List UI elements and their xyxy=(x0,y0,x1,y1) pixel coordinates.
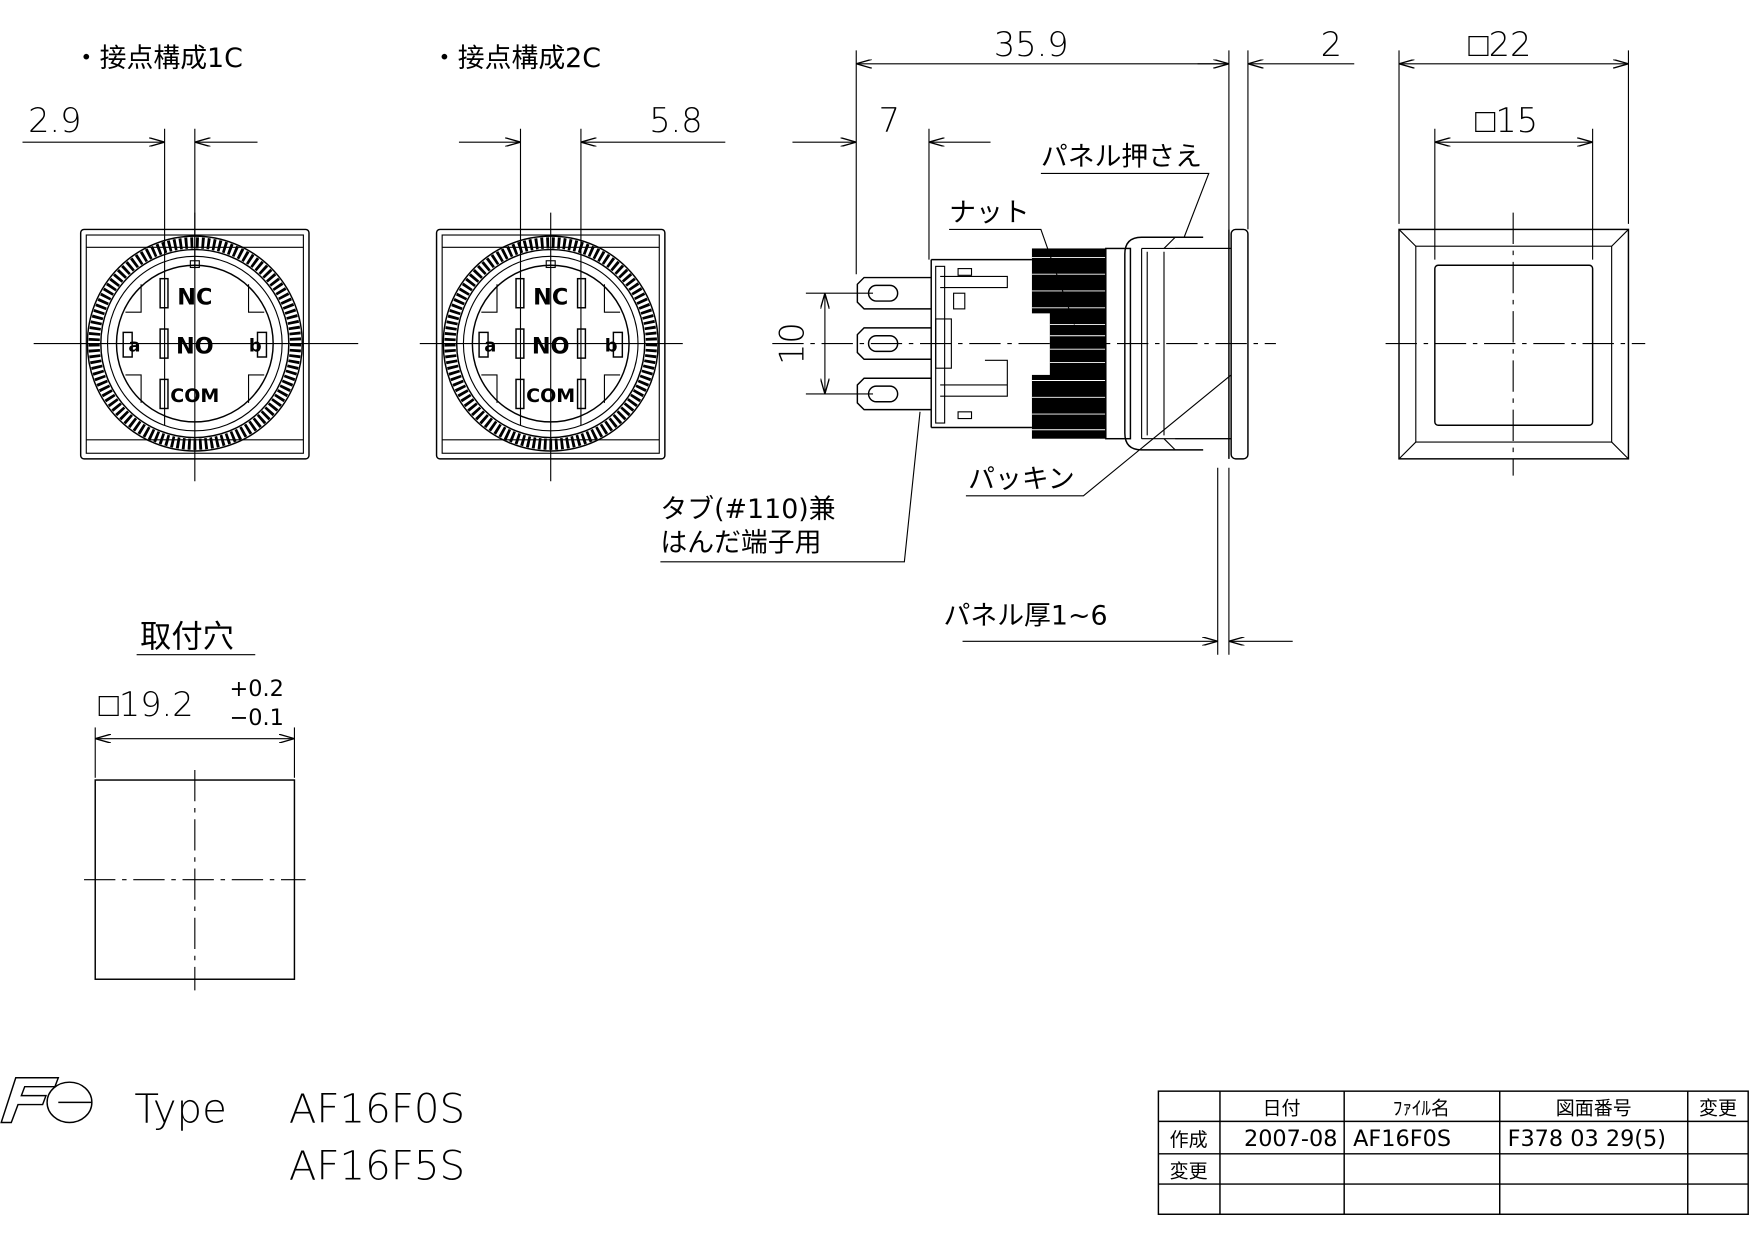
model-1: AF16F0S xyxy=(289,1086,465,1132)
header-drawing-number: 図面番号 xyxy=(1556,1098,1632,1120)
label-no: NO xyxy=(532,334,570,360)
dim-square-15: □15 xyxy=(1475,101,1538,140)
model-2: AF16F5S xyxy=(289,1144,465,1190)
label-b: b xyxy=(249,335,262,356)
dim-5-8: 5.8 xyxy=(649,101,702,140)
callout-panel-holder: パネル押さえ xyxy=(1041,142,1202,173)
dim-square-22: □22 xyxy=(1468,25,1531,64)
title-block: 日付 ﾌｧｲﾙ名 図面番号 変更 作成 2007-08 AF16F0S F378… xyxy=(1157,1090,1749,1215)
callout-nut: ナット xyxy=(949,198,1030,229)
tolerance-plus: +0.2 xyxy=(230,676,284,702)
fe-logo xyxy=(0,1076,93,1124)
callout-tab-1: タブ(#110)兼 xyxy=(660,494,835,525)
front-2c-title: ・接点構成2C xyxy=(431,43,601,74)
type-label: Type xyxy=(134,1086,226,1132)
header-filename: ﾌｧｲﾙ名 xyxy=(1393,1098,1450,1120)
row-created-label: 作成 xyxy=(1170,1129,1208,1151)
callout-packing: パッキン xyxy=(968,464,1075,495)
label-com: COM xyxy=(526,385,575,407)
header-revision: 変更 xyxy=(1699,1098,1737,1120)
drawing-number: F378 03 29(5) xyxy=(1508,1126,1666,1152)
dim-35-9: 35.9 xyxy=(994,25,1069,64)
mounting-hole-view: 取付穴 □19.2 +0.2 −0.1 xyxy=(84,619,306,991)
dim-2-9: 2.9 xyxy=(28,101,81,140)
mounting-hole-title: 取付穴 xyxy=(140,619,234,655)
row-revision-label: 変更 xyxy=(1170,1160,1208,1182)
header-date: 日付 xyxy=(1262,1098,1300,1120)
tolerance-minus: −0.1 xyxy=(230,705,284,731)
created-date: 2007-08 xyxy=(1244,1126,1338,1152)
label-no: NO xyxy=(176,334,214,360)
label-com: COM xyxy=(170,385,219,407)
label-nc: NC xyxy=(177,284,212,310)
label-nc: NC xyxy=(533,284,568,310)
front-view-2c: ・接点構成2C 5.8 NC NO COM a b xyxy=(419,43,726,482)
label-a: a xyxy=(128,335,140,356)
label-b: b xyxy=(605,335,618,356)
label-a: a xyxy=(484,335,496,356)
mounting-hole-size: □19.2 xyxy=(99,685,194,724)
front-view-1c: ・接点構成1C 2.9 NC NO COM a b xyxy=(22,43,359,482)
file-name: AF16F0S xyxy=(1353,1126,1451,1152)
front-1c-title: ・接点構成1C xyxy=(73,43,243,74)
side-view: 35.9 2 7 10 パネル押さえ ナット パッキン タブ(#110)兼 はん… xyxy=(660,25,1355,655)
callout-tab-2: はんだ端子用 xyxy=(660,528,821,559)
dim-7: 7 xyxy=(879,101,900,140)
rear-view: □22 □15 xyxy=(1385,25,1646,476)
dim-2: 2 xyxy=(1321,25,1342,64)
callout-panel-thickness: パネル厚1~6 xyxy=(944,600,1108,631)
